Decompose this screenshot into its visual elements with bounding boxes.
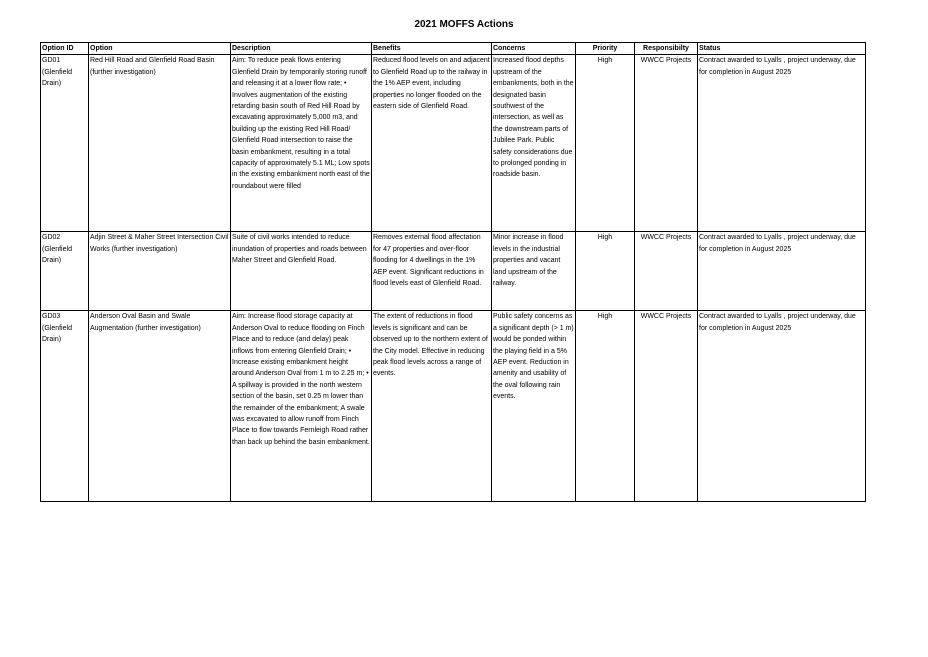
cell-priority: High xyxy=(575,231,635,312)
cell-concerns: Public safety concerns as a significant … xyxy=(491,310,576,503)
cell-responsibility: WWCC Projects xyxy=(634,231,698,312)
cell-responsibility: WWCC Projects xyxy=(634,54,698,233)
header-responsibility: Responsibilty xyxy=(634,41,698,56)
table-row: GD02 (Glenfield Drain) Adjin Street & Ma… xyxy=(40,231,866,312)
cell-benefits: Reduced flood levels on and adjacent to … xyxy=(371,54,492,233)
cell-benefits: The extent of reductions in flood levels… xyxy=(371,310,492,503)
page-title: 2021 MOFFS Actions xyxy=(414,19,514,30)
table-row: GD03 (Glenfield Drain) Anderson Oval Bas… xyxy=(40,310,866,503)
cell-option-id: GD01 (Glenfield Drain) xyxy=(40,54,89,233)
header-benefits: Benefits xyxy=(371,41,492,56)
header-priority: Priority xyxy=(575,41,635,56)
cell-benefits: Removes external flood affectation for 4… xyxy=(371,231,492,312)
cell-description: Aim: Increase flood storage capacity at … xyxy=(230,310,372,503)
cell-option: Red Hill Road and Glenfield Road Basin (… xyxy=(88,54,231,233)
header-option-id: Option ID xyxy=(40,41,89,56)
cell-priority: High xyxy=(575,54,635,233)
actions-table: Option ID Option Description Benefits Co… xyxy=(40,41,866,503)
cell-concerns: Minor increase in flood levels in the in… xyxy=(491,231,576,312)
cell-concerns: Increased flood depths upstream of the e… xyxy=(491,54,576,233)
header-concerns: Concerns xyxy=(491,41,576,56)
header-option: Option xyxy=(88,41,231,56)
header-status: Status xyxy=(697,41,866,56)
cell-description: Suite of civil works intended to reduce … xyxy=(230,231,372,312)
cell-option-id: GD03 (Glenfield Drain) xyxy=(40,310,89,503)
cell-status: Contract awarded to Lyalls , project und… xyxy=(697,310,866,503)
cell-option-id: GD02 (Glenfield Drain) xyxy=(40,231,89,312)
cell-description: Aim: To reduce peak flows entering Glenf… xyxy=(230,54,372,233)
cell-status: Contract awarded to Lyalls , project und… xyxy=(697,54,866,233)
cell-priority: High xyxy=(575,310,635,503)
cell-responsibility: WWCC Projects xyxy=(634,310,698,503)
cell-status: Contract awarded to Lyalls , project und… xyxy=(697,231,866,312)
table-row: GD01 (Glenfield Drain) Red Hill Road and… xyxy=(40,54,866,233)
cell-option: Anderson Oval Basin and Swale Augmentati… xyxy=(88,310,231,503)
cell-option: Adjin Street & Maher Street Intersection… xyxy=(88,231,231,312)
header-description: Description xyxy=(230,41,372,56)
header-row: Option ID Option Description Benefits Co… xyxy=(40,41,866,56)
